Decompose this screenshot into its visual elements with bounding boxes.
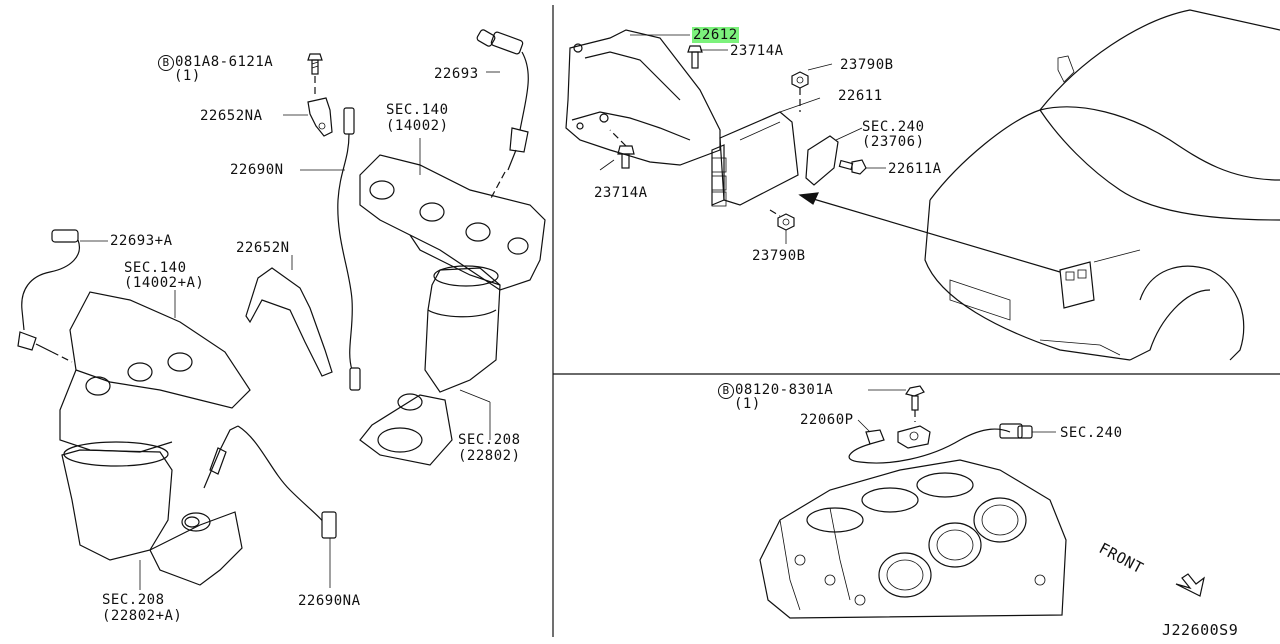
bolt-081A8-qty: (1) — [174, 68, 201, 84]
ecm-22611-art — [711, 97, 821, 207]
bolt-081A8-code: 081A8-6121A — [175, 54, 274, 70]
sensor-22693-label: 22693 — [434, 66, 479, 82]
knock-sensor-art — [848, 419, 1056, 464]
bracket-22652NA-label: 22652NA — [200, 108, 263, 124]
diagram-code: J22600S9 — [1162, 621, 1239, 639]
bolt-08120-qty: (1) — [734, 396, 761, 412]
ecm-22611-label: 22611 — [838, 88, 883, 104]
ecm-bracket-22612-label[interactable]: 22612 — [692, 27, 739, 43]
sec208-left-ref: (22802+A) — [102, 608, 183, 624]
bolt-22611A-label: 22611A — [888, 161, 942, 177]
sensor-22690N-label: 22690N — [230, 162, 284, 178]
sensor-22693-art — [476, 29, 529, 201]
sec240-bracket-art — [805, 127, 863, 186]
car-art — [924, 9, 1280, 361]
screw-23714A-left-label: 23714A — [594, 185, 648, 201]
knock-sensor-22060P-label: 22060P — [800, 412, 854, 428]
catalyst-22802-art — [359, 265, 501, 466]
screw-23714A-top-label: 23714A — [730, 43, 784, 59]
location-arrow — [798, 192, 1061, 273]
sec140-left-ref: (14002+A) — [124, 275, 205, 291]
sec140-left-label: SEC.140 — [124, 260, 187, 276]
sensor-22693A-art — [17, 229, 108, 363]
bracket-22652N-label: 22652N — [236, 240, 290, 256]
sensor-22690N-art — [300, 107, 361, 391]
screw-23714A-top-art — [687, 45, 728, 69]
nut-23790B-top-art — [791, 63, 833, 112]
ecm-bracket-art — [565, 29, 721, 166]
sec240-top-ref: (23706) — [862, 134, 925, 150]
bolt-22611A-art — [838, 159, 886, 175]
nut-23790B-bottom-art — [769, 209, 795, 244]
screw-23714A-left-art — [599, 129, 635, 171]
engine-block-art — [759, 459, 1067, 619]
sec208-right-label: SEC.208 — [458, 432, 521, 448]
b-circle-icon: B — [158, 55, 174, 71]
catalyst-22802A-art — [61, 441, 243, 590]
b-circle-icon: B — [718, 383, 734, 399]
sec140-top-ref: (14002) — [386, 118, 449, 134]
bracket-22652N-art — [245, 255, 333, 377]
bolt-08120-art — [868, 385, 925, 422]
sensor-22690NA-label: 22690NA — [298, 593, 361, 609]
sec208-right-ref: (22802) — [458, 448, 521, 464]
manifold-14002-art — [359, 138, 546, 291]
sensor-22693A-label: 22693+A — [110, 233, 173, 249]
bolt-081A8-art — [307, 53, 323, 98]
sec240-top-label: SEC.240 — [862, 119, 925, 135]
front-arrow — [1175, 573, 1205, 597]
part-highlight: 22612 — [692, 27, 739, 43]
nut-23790B-top-label: 23790B — [840, 57, 894, 73]
bracket-22652NA-art — [307, 97, 333, 137]
sensor-22690NA-art — [203, 425, 337, 588]
manifold-14002A-art — [59, 290, 251, 453]
nut-23790B-bottom-label: 23790B — [752, 248, 806, 264]
bolt-08120-code: 08120-8301A — [735, 382, 834, 398]
sec140-top-label: SEC.140 — [386, 102, 449, 118]
sec240-bottom-label: SEC.240 — [1060, 425, 1123, 441]
sec208-left-label: SEC.208 — [102, 592, 165, 608]
